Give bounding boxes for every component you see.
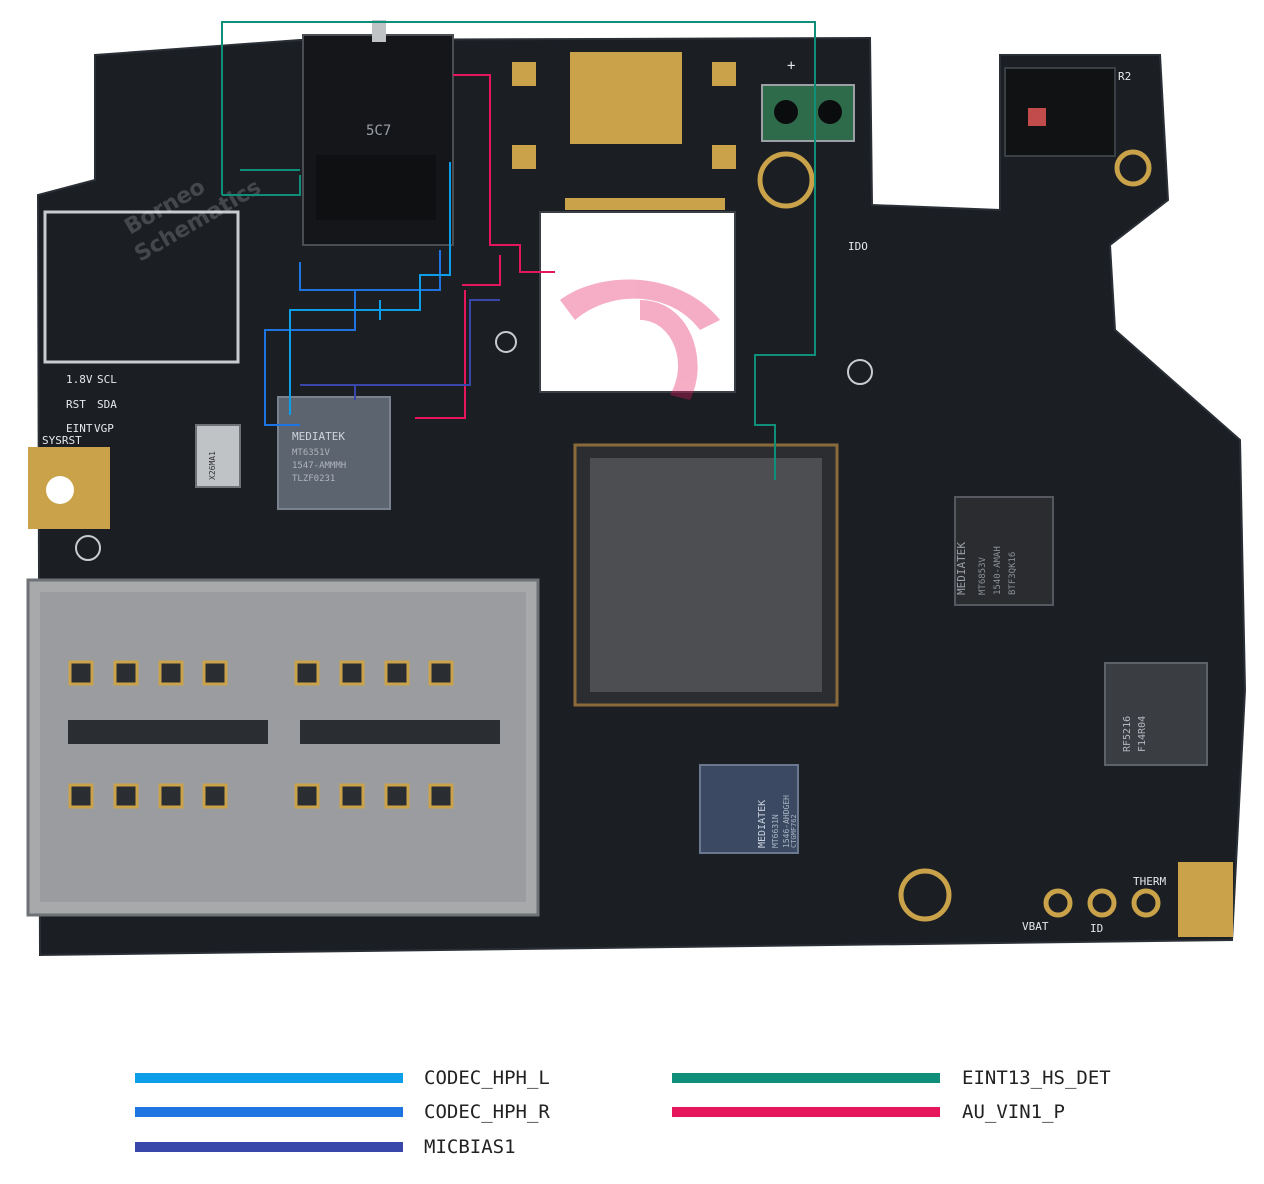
pmic-chip-line2: 1540-AMAH: [993, 546, 1003, 595]
label-scl: SCL: [97, 373, 117, 386]
rf-chip-line2: F14R04: [1137, 716, 1148, 752]
label-sysrst: SYSRST: [42, 434, 82, 447]
legend-label-eint13-hs-det: EINT13_HS_DET: [962, 1067, 1111, 1089]
label-eint: EINT: [66, 422, 93, 435]
net-trace-codec-hph-r: [264, 250, 441, 426]
legend-label-micbias1: MICBIAS1: [424, 1136, 516, 1158]
net-trace-eint13-hs-det: [221, 21, 816, 480]
label-5c7: 5C7: [366, 123, 391, 139]
sim-card-tray: [26, 578, 540, 917]
label-vbat: VBAT: [1022, 920, 1049, 933]
silkscreen-labels: 1.8V SCL RST SDA EINT VGP SYSRST VBAT ID…: [42, 58, 1166, 935]
sensor-led: [1028, 108, 1046, 126]
pmic-chip: MEDIATEK MT6853V 1540-AMAH BTF3QK16: [954, 496, 1054, 606]
soc-bga-area: [573, 443, 839, 707]
pmic-chip-line3: BTF3QK16: [1008, 552, 1018, 595]
label-therm: THERM: [1133, 875, 1166, 888]
wifi-chip-line2: 1546-AHDGEH: [782, 795, 791, 848]
label-1v8: 1.8V: [66, 373, 93, 386]
wifi-chip-brand: MEDIATEK: [757, 800, 768, 848]
pmic-chip-line1: MT6853V: [978, 556, 988, 595]
tab-hole-left: [46, 476, 74, 504]
codec-chip-line3: TLZF0231: [292, 474, 335, 484]
codec-chip: MEDIATEK MT6351V 1547-AMMMH TLZF0231: [277, 396, 391, 510]
crystal-marking: X26MA1: [208, 451, 217, 480]
camera-cutout: [539, 211, 736, 393]
shield-frame: [43, 210, 240, 364]
gold-pads-top: [512, 52, 736, 210]
codec-chip-brand: MEDIATEK: [292, 430, 345, 443]
legend-label-codec-hph-r: CODEC_HPH_R: [424, 1101, 550, 1123]
label-ido: IDO: [848, 240, 868, 253]
wifi-chip: MEDIATEK MT6631N 1546-AHDGEH CTGMF762: [699, 764, 799, 854]
watermark-logo: [560, 279, 720, 400]
legend-swatch-au-vin1-p: [672, 1107, 940, 1117]
mounting-holes: [75, 149, 1152, 922]
wifi-chip-line1: MT6631N: [771, 814, 780, 848]
codec-chip-line2: 1547-AMMMH: [292, 461, 346, 471]
wifi-chip-line3: CTGMF762: [790, 814, 798, 848]
label-sda: SDA: [97, 398, 117, 411]
pmic-chip-brand: MEDIATEK: [955, 542, 968, 595]
legend-swatch-codec-hph-r: [135, 1107, 403, 1117]
sensor-block: [1004, 67, 1116, 157]
legend-swatch-codec-hph-l: [135, 1073, 403, 1083]
label-vgp: VGP: [94, 422, 114, 435]
label-plus: +: [787, 58, 795, 74]
rf-chip-line1: RF5216: [1122, 716, 1133, 752]
label-r2: R2: [1118, 70, 1131, 83]
legend-swatch-eint13-hs-det: [672, 1073, 940, 1083]
gold-tab-right: [1178, 862, 1233, 937]
codec-chip-line1: MT6351V: [292, 448, 331, 458]
legend-swatch-micbias1: [135, 1142, 403, 1152]
crystal: X26MA1: [195, 424, 241, 488]
audio-jack: [302, 20, 454, 246]
rf-chip: RF5216 F14R04: [1104, 662, 1208, 766]
camera-module: [761, 84, 855, 142]
net-trace-micbias1: [300, 299, 500, 400]
net-trace-codec-hph-l: [289, 162, 451, 415]
test-pads-bottom: [1043, 888, 1161, 918]
legend-label-au-vin1-p: AU_VIN1_P: [962, 1101, 1065, 1123]
label-rst: RST: [66, 398, 86, 411]
legend-label-codec-hph-l: CODEC_HPH_L: [424, 1067, 550, 1089]
pcb-board-diagram: MEDIATEK MT6351V 1547-AMMMH TLZF0231 MED…: [26, 20, 1247, 957]
label-id: ID: [1090, 922, 1103, 935]
net-trace-au-vin1-p: [415, 74, 555, 419]
